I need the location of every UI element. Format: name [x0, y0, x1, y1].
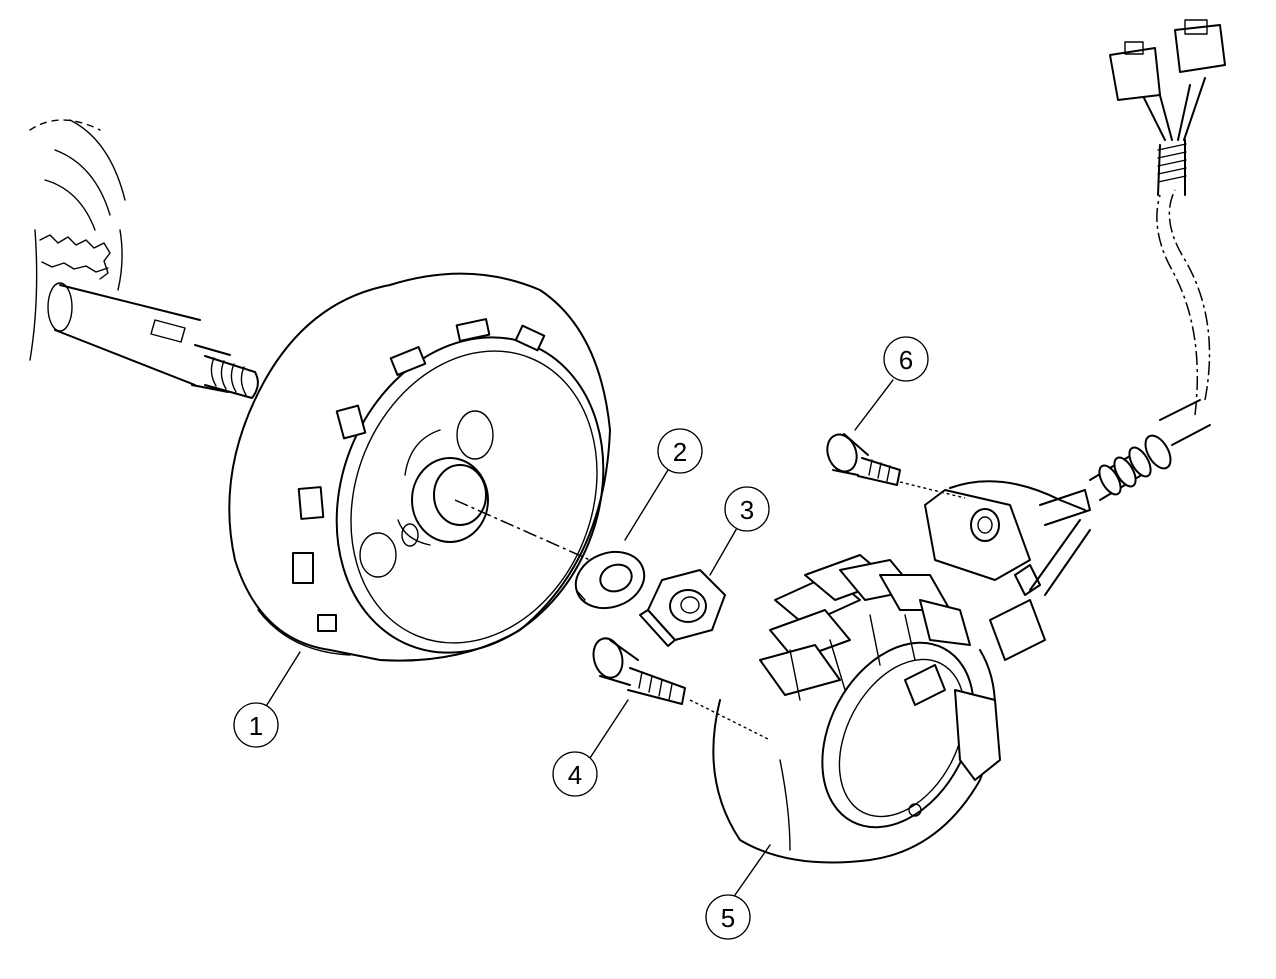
- callout-label: 1: [249, 711, 263, 741]
- callout-6: 6: [883, 336, 929, 382]
- callout-label: 2: [673, 437, 687, 467]
- flywheel-rotor: [228, 272, 611, 662]
- washer: [574, 550, 646, 610]
- callout-1: 1: [233, 702, 279, 748]
- callout-3: 3: [724, 486, 770, 532]
- pickup-sensor-wiring: [924, 19, 1226, 661]
- callout-2: 2: [657, 428, 703, 474]
- callout-label: 4: [568, 760, 582, 790]
- nut: [639, 569, 726, 647]
- callout-label: 5: [721, 903, 735, 933]
- leader-lines: [264, 379, 894, 896]
- callout-label: 6: [899, 345, 913, 375]
- screw-sensor: [826, 433, 901, 486]
- callout-5: 5: [705, 894, 751, 940]
- stator: [712, 554, 1001, 864]
- callout-4: 4: [552, 751, 598, 797]
- callout-label: 3: [740, 495, 754, 525]
- bolt-short: [592, 637, 686, 705]
- crankshaft: [29, 119, 259, 399]
